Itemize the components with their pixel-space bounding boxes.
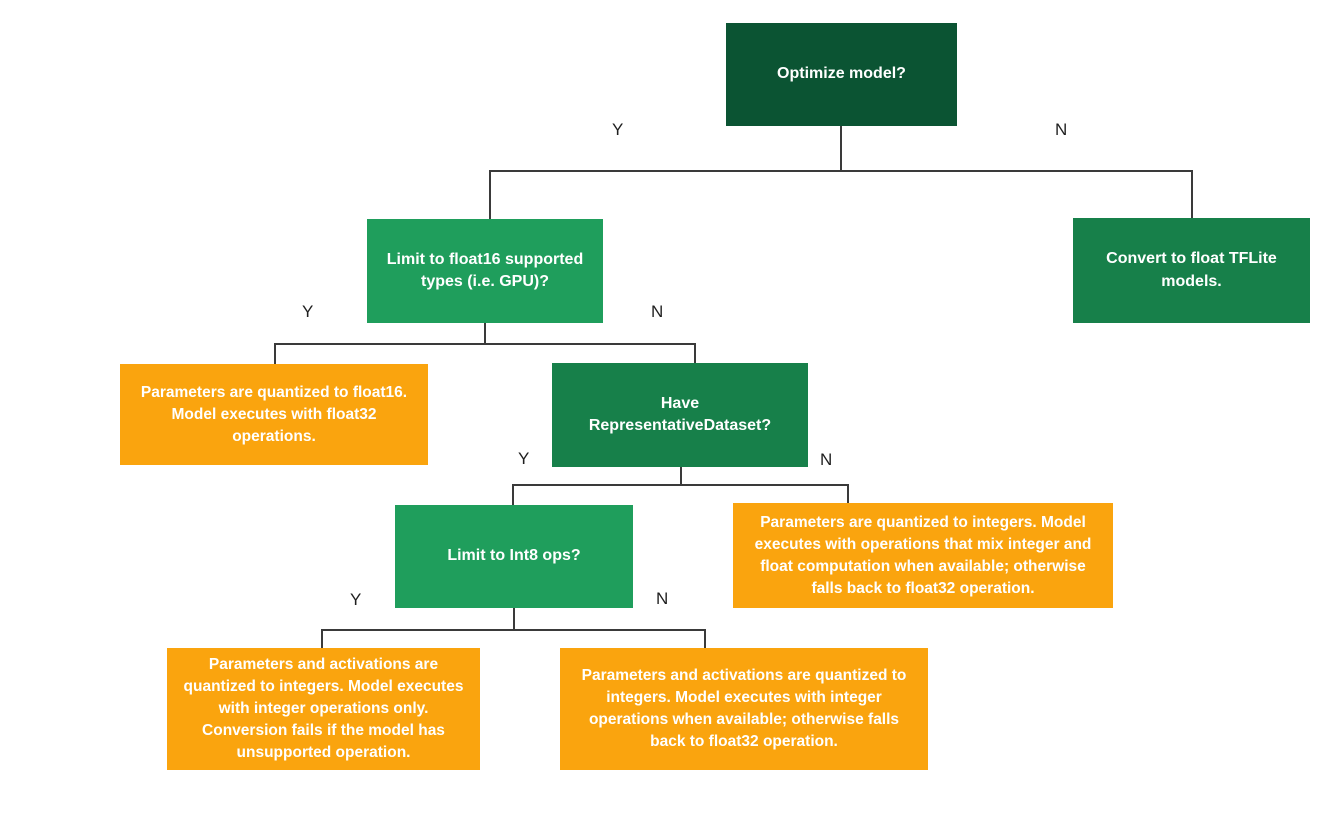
connector-repdataset-stem: [680, 467, 682, 485]
node-mixed-quantization-result-label: Parameters are quantized to integers. Mo…: [754, 513, 1092, 597]
edge-label-optimize-no: N: [1055, 120, 1068, 139]
node-int8-only-result: Parameters and activations are quantized…: [167, 648, 480, 770]
edge-label-repdataset-yes: Y: [518, 449, 530, 468]
edge-label-int8-yes: Y: [350, 590, 362, 609]
connector-int8-stem: [513, 608, 515, 630]
connector-level3-crossbar: [512, 484, 849, 486]
connector-level4-crossbar: [321, 629, 706, 631]
connector-level3-yes-drop: [512, 484, 514, 505]
node-have-representative-dataset: Have RepresentativeDataset?: [552, 363, 808, 467]
connector-level1-yes-drop: [489, 170, 491, 219]
node-int8-fallback-result-label: Parameters and activations are quantized…: [581, 667, 907, 750]
connector-level1-no-drop: [1191, 170, 1193, 218]
connector-level2-yes-drop: [274, 343, 276, 365]
node-limit-float16-label: Limit to float16 supported types (i.e. G…: [386, 250, 584, 290]
node-float16-result: Parameters are quantized to float16. Mod…: [120, 364, 428, 465]
connector-level1-crossbar: [489, 170, 1193, 172]
node-int8-fallback-result: Parameters and activations are quantized…: [560, 648, 928, 770]
edge-label-float16-yes: Y: [302, 302, 314, 321]
connector-level4-yes-drop: [321, 629, 323, 648]
node-optimize-model: Optimize model?: [726, 23, 957, 126]
node-float16-result-label: Parameters are quantized to float16. Mod…: [140, 383, 408, 445]
node-convert-float-tflite-label: Convert to float TFLite models.: [1106, 250, 1277, 290]
node-limit-float16: Limit to float16 supported types (i.e. G…: [367, 219, 603, 323]
node-limit-int8-ops: Limit to Int8 ops?: [395, 505, 633, 608]
node-mixed-quantization-result: Parameters are quantized to integers. Mo…: [733, 503, 1113, 608]
node-int8-only-result-label: Parameters and activations are quantized…: [183, 656, 464, 761]
node-limit-int8-ops-label: Limit to Int8 ops?: [447, 547, 581, 565]
connector-level4-no-drop: [704, 629, 706, 648]
node-convert-float-tflite: Convert to float TFLite models.: [1073, 218, 1310, 323]
connector-level2-no-drop: [694, 343, 696, 363]
edge-label-float16-no: N: [651, 302, 664, 321]
connector-optimize-stem: [840, 126, 842, 171]
connector-float16-stem: [484, 323, 486, 344]
connector-level2-crossbar: [274, 343, 696, 345]
edge-label-repdataset-no: N: [820, 450, 833, 469]
node-optimize-model-label: Optimize model?: [777, 65, 906, 83]
edge-label-optimize-yes: Y: [612, 120, 624, 139]
edge-label-int8-no: N: [656, 589, 669, 608]
node-have-representative-dataset-label: Have RepresentativeDataset?: [588, 394, 772, 434]
connector-level3-no-drop: [847, 484, 849, 503]
